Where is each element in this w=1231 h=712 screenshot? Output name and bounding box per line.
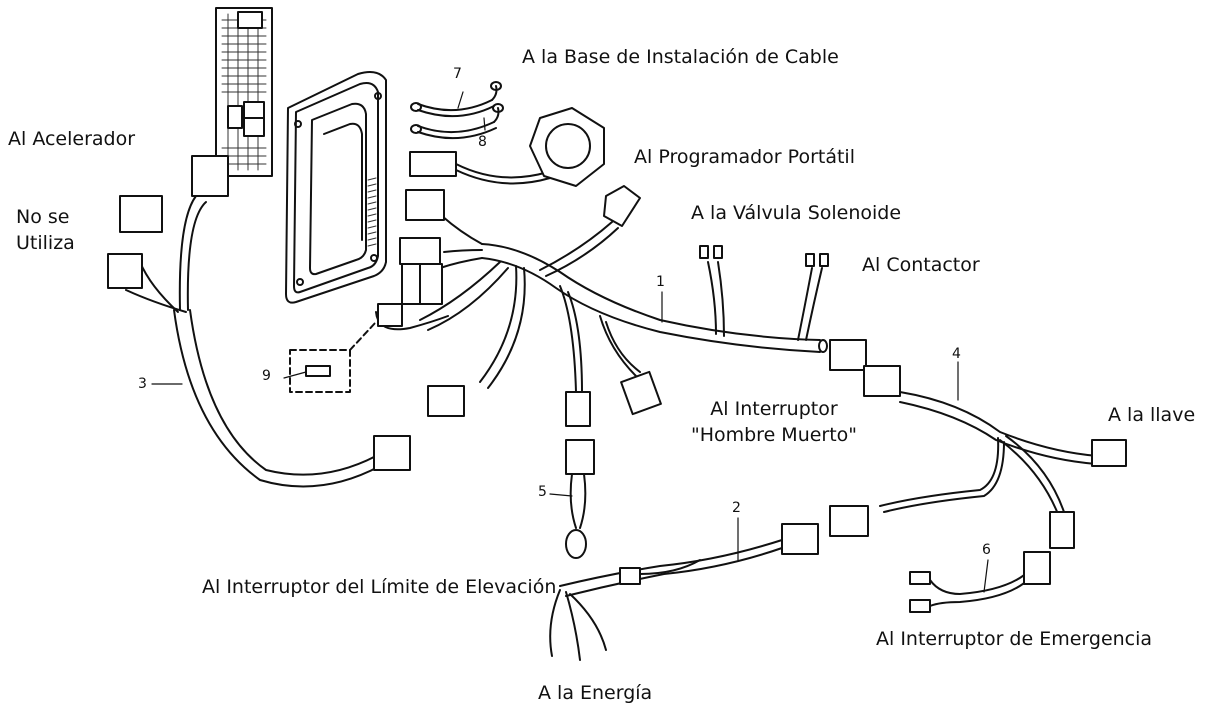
trunk-end-connector: [829, 339, 901, 397]
circuit-board: [215, 7, 273, 177]
callout-leaders: [151, 91, 989, 593]
callout-8: 8: [478, 134, 487, 150]
harness-power-branch: [549, 505, 869, 661]
label-key: A la llave: [1108, 404, 1196, 426]
harness-accelerator-branch: [107, 155, 465, 488]
label-not-used-line1: No se: [16, 206, 70, 228]
label-not-used-line2: Utiliza: [16, 232, 75, 254]
callout-2: 2: [732, 500, 741, 516]
controller-box: [285, 71, 387, 304]
fuse-detail: [289, 303, 449, 393]
callout-7: 7: [453, 66, 462, 82]
callout-9: 9: [262, 368, 271, 384]
label-lift-limit: Al Interruptor del Límite de Elevación: [202, 576, 557, 598]
label-contactor: Al Contactor: [862, 254, 980, 276]
callout-5: 5: [538, 484, 547, 500]
callout-1: 1: [656, 274, 665, 290]
callout-3: 3: [138, 376, 147, 392]
label-handheld-programmer: Al Programador Portátil: [634, 146, 855, 168]
label-deadman-line2: "Hombre Muerto": [690, 424, 858, 446]
harness-trunk: [399, 189, 828, 393]
label-cable-base: A la Base de Instalación de Cable: [522, 46, 839, 68]
label-solenoid-valve: A la Válvula Solenoide: [691, 202, 902, 224]
deadman-connector: [620, 370, 662, 416]
harness-emergency-branch: [909, 551, 1051, 613]
callout-6: 6: [982, 542, 991, 558]
label-deadman-line1: Al Interruptor: [710, 398, 838, 420]
sensor-lead: [565, 391, 595, 559]
label-accelerator: Al Acelerador: [8, 128, 136, 150]
programmer-connector: [603, 185, 641, 227]
cable-base-leads: [410, 81, 504, 140]
harness-key-branch: [879, 391, 1127, 549]
label-power: A la Energía: [538, 682, 653, 704]
label-emergency: Al Interruptor de Emergencia: [876, 628, 1153, 650]
programmer-cable: [409, 107, 605, 187]
callout-4: 4: [952, 346, 961, 362]
solenoid-terminals: [699, 245, 829, 267]
